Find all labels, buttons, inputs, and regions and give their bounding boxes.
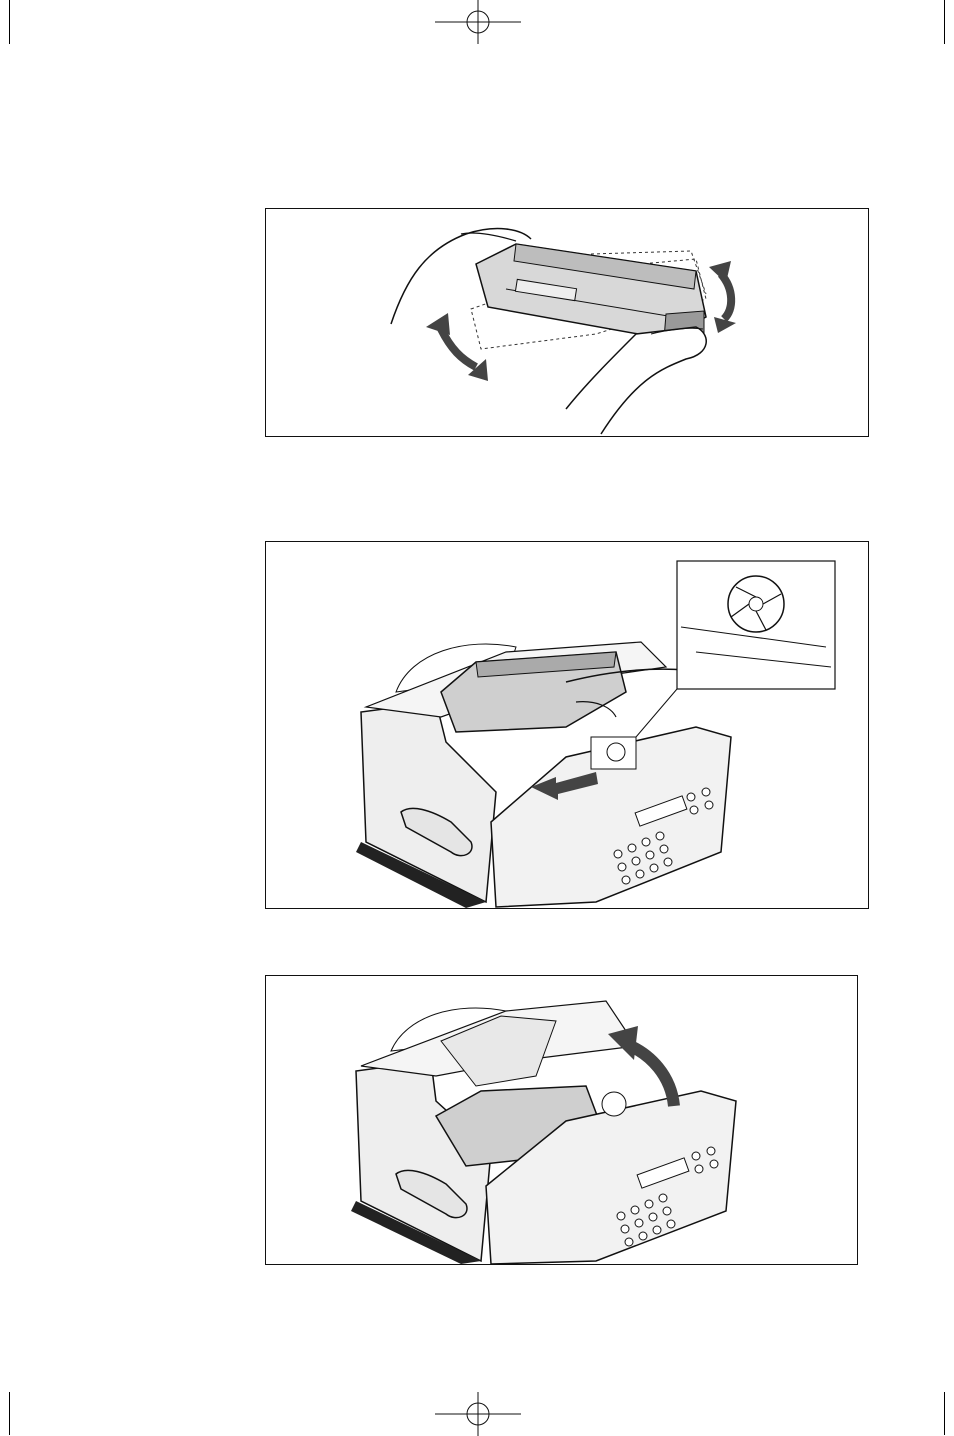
crop-mark-top-left: [9, 0, 10, 44]
registration-mark-bottom: [435, 1392, 521, 1436]
crop-mark-top-right: [944, 0, 945, 44]
close-cover-illustration: [266, 976, 857, 1264]
registration-mark-top: [435, 0, 521, 44]
shake-cartridge-illustration: [266, 209, 868, 436]
insert-cartridge-illustration: [266, 542, 868, 908]
figure-close-cover: [265, 975, 858, 1265]
crop-mark-bottom-left: [9, 1392, 10, 1435]
crop-mark-bottom-right: [944, 1392, 945, 1435]
figure-shake-cartridge: [265, 208, 869, 437]
figure-insert-cartridge: [265, 541, 869, 909]
